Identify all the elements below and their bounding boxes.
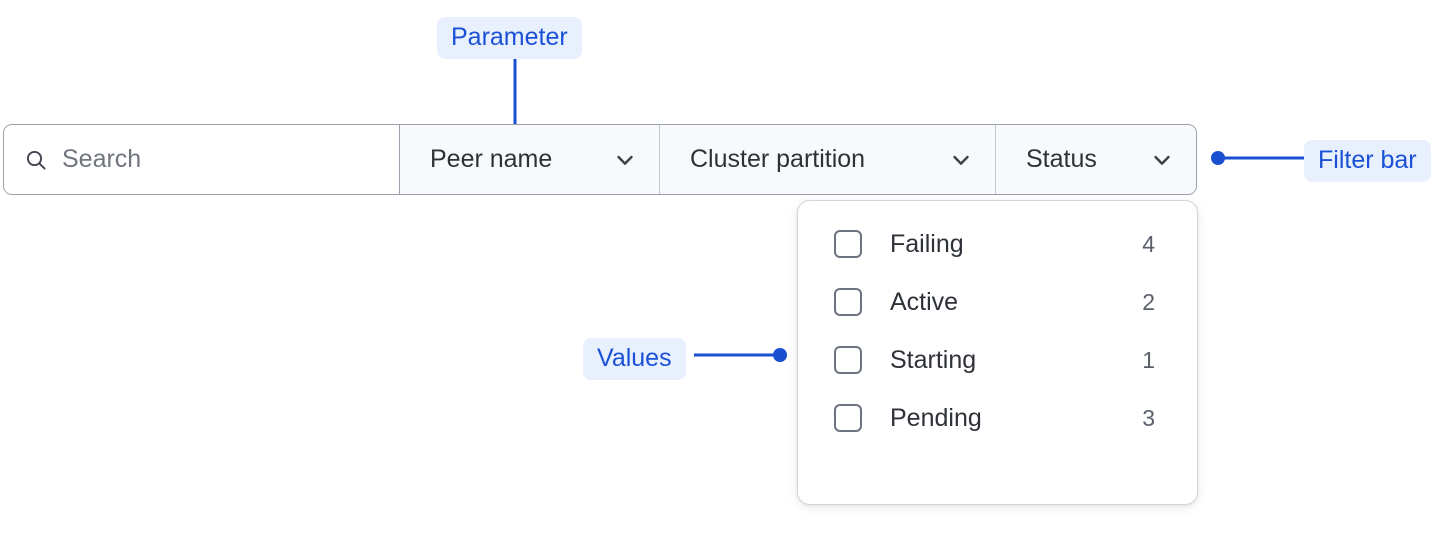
connector-dot-filter-bar xyxy=(1211,151,1225,165)
dropdown-option-starting[interactable]: Starting 1 xyxy=(798,331,1197,389)
dropdown-option-pending[interactable]: Pending 3 xyxy=(798,389,1197,447)
dropdown-option-count: 2 xyxy=(1142,288,1155,315)
dropdown-option-count: 3 xyxy=(1142,404,1155,431)
dropdown-option-count: 1 xyxy=(1142,346,1155,373)
chevron-down-icon xyxy=(617,155,633,165)
annotation-label-filter-bar: Filter bar xyxy=(1304,140,1431,183)
search-input[interactable] xyxy=(62,145,379,174)
search-icon xyxy=(26,150,46,170)
dropdown-option-label: Pending xyxy=(890,403,982,432)
dropdown-option-count: 4 xyxy=(1142,230,1155,257)
checkbox-starting[interactable] xyxy=(834,346,862,374)
filter-label-cluster-partition: Cluster partition xyxy=(690,145,866,173)
dropdown-option-active[interactable]: Active 2 xyxy=(798,273,1197,331)
annotation-label-parameter: Parameter xyxy=(437,17,582,60)
dropdown-option-label: Starting xyxy=(890,345,977,374)
annotation-label-values: Values xyxy=(583,338,686,381)
filter-label-peer-name: Peer name xyxy=(430,145,553,173)
dropdown-option-failing[interactable]: Failing 4 xyxy=(798,215,1197,273)
filter-dropdown-status[interactable]: Status xyxy=(996,125,1196,194)
checkbox-failing[interactable] xyxy=(834,230,862,258)
checkbox-pending[interactable] xyxy=(834,404,862,432)
connector-dot-values xyxy=(773,348,787,362)
filter-label-status: Status xyxy=(1026,145,1097,173)
checkbox-active[interactable] xyxy=(834,288,862,316)
status-dropdown-panel: Failing 4 Active 2 Starting 1 Pending 3 xyxy=(797,200,1198,505)
filter-dropdown-cluster-partition[interactable]: Cluster partition xyxy=(660,125,996,194)
search-field[interactable] xyxy=(4,125,400,194)
filter-dropdown-peer-name[interactable]: Peer name xyxy=(400,125,660,194)
dropdown-option-label: Failing xyxy=(890,229,964,258)
chevron-down-icon xyxy=(953,155,969,165)
filter-bar: Peer name Cluster partition Status xyxy=(3,124,1197,195)
dropdown-option-label: Active xyxy=(890,287,959,316)
chevron-down-icon xyxy=(1154,155,1170,165)
